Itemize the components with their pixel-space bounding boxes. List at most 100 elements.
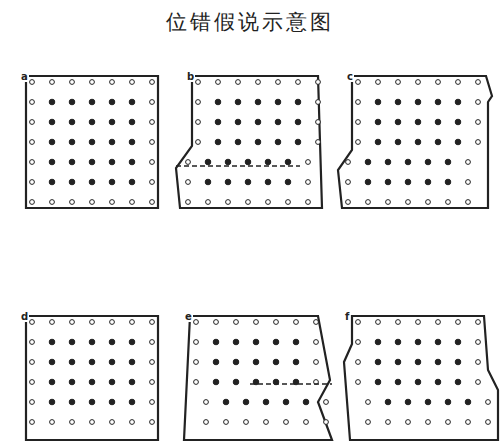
lattice-atom (30, 100, 35, 105)
lattice-atom (150, 200, 155, 205)
lattice-atom (255, 139, 261, 145)
lattice-atom (150, 160, 155, 165)
lattice-atom (356, 140, 361, 145)
lattice-atom (109, 359, 115, 365)
lattice-atom (130, 420, 135, 425)
lattice-atom (366, 400, 371, 405)
lattice-atom (110, 80, 115, 85)
lattice-atom (415, 139, 421, 145)
lattice-atom (30, 140, 35, 145)
lattice-atom (150, 100, 155, 105)
lattice-atom (233, 359, 239, 365)
lattice-atom (356, 120, 361, 125)
lattice-atom (324, 420, 329, 425)
lattice-atom (110, 420, 115, 425)
lattice-atom (213, 359, 219, 365)
lattice-atom (89, 99, 95, 105)
lattice-atom (90, 200, 95, 205)
crystal-outline (26, 316, 158, 440)
lattice-atom (186, 200, 191, 205)
lattice-atom (206, 200, 211, 205)
lattice-atom (275, 119, 281, 125)
lattice-atom (110, 200, 115, 205)
lattice-atom (396, 320, 401, 325)
lattice-atom (223, 399, 229, 405)
lattice-atom (266, 200, 271, 205)
lattice-atom (314, 340, 319, 345)
lattice-atom (30, 340, 35, 345)
lattice-atom (109, 99, 115, 105)
slip-line (176, 165, 300, 166)
lattice-atom (30, 180, 35, 185)
panel-letter: a (20, 72, 29, 82)
lattice-atom (263, 399, 269, 405)
panel-letter: b (186, 72, 195, 82)
lattice-atom (466, 420, 471, 425)
lattice-atom (376, 320, 381, 325)
lattice-atom (476, 80, 481, 85)
lattice-atom (196, 80, 201, 85)
lattice-atom (109, 339, 115, 345)
panel-letter: f (344, 312, 350, 322)
lattice-atom (486, 420, 491, 425)
lattice-atom (306, 200, 311, 205)
lattice-atom (273, 339, 279, 345)
lattice-atom (150, 340, 155, 345)
lattice-atom (30, 120, 35, 125)
crystal-outline (184, 316, 332, 440)
crystal-outline (338, 76, 492, 208)
lattice-atom (89, 339, 95, 345)
panel-letter: c (346, 72, 354, 82)
lattice-atom (385, 179, 391, 185)
lattice-atom (375, 379, 381, 385)
lattice-atom (415, 119, 421, 125)
lattice-atom (356, 100, 361, 105)
lattice-atom (215, 99, 221, 105)
lattice-atom (476, 380, 481, 385)
lattice-atom (70, 320, 75, 325)
lattice-atom (416, 320, 421, 325)
lattice-atom (295, 139, 301, 145)
lattice-atom (213, 339, 219, 345)
lattice-atom (435, 119, 441, 125)
lattice-atom (324, 400, 329, 405)
lattice-atom (415, 379, 421, 385)
lattice-atom (89, 399, 95, 405)
lattice-atom (476, 140, 481, 145)
lattice-atom (293, 359, 299, 365)
lattice-atom (295, 99, 301, 105)
lattice-atom (255, 119, 261, 125)
lattice-atom (316, 80, 321, 85)
lattice-atom (69, 99, 75, 105)
lattice-atom (49, 119, 55, 125)
lattice-atom (356, 360, 361, 365)
lattice-atom (194, 380, 199, 385)
lattice-atom (376, 80, 381, 85)
lattice-atom (476, 360, 481, 365)
lattice-atom (254, 320, 259, 325)
lattice-atom (69, 179, 75, 185)
lattice-atom (365, 179, 371, 185)
lattice-atom (89, 159, 95, 165)
crystal-outline (344, 316, 498, 440)
lattice-atom (445, 399, 451, 405)
lattice-atom (426, 420, 431, 425)
lattice-atom (69, 339, 75, 345)
lattice-atom (70, 200, 75, 205)
lattice-atom (129, 159, 135, 165)
lattice-atom (186, 160, 191, 165)
lattice-atom (465, 399, 471, 405)
lattice-atom (316, 100, 321, 105)
lattice-atom (365, 159, 371, 165)
lattice-atom (455, 339, 461, 345)
lattice-atom (109, 379, 115, 385)
lattice-atom (69, 159, 75, 165)
lattice-atom (30, 420, 35, 425)
lattice-atom (225, 159, 231, 165)
lattice-atom (69, 379, 75, 385)
lattice-atom (304, 420, 309, 425)
lattice-atom (316, 140, 321, 145)
lattice-atom (455, 379, 461, 385)
lattice-atom (253, 339, 259, 345)
